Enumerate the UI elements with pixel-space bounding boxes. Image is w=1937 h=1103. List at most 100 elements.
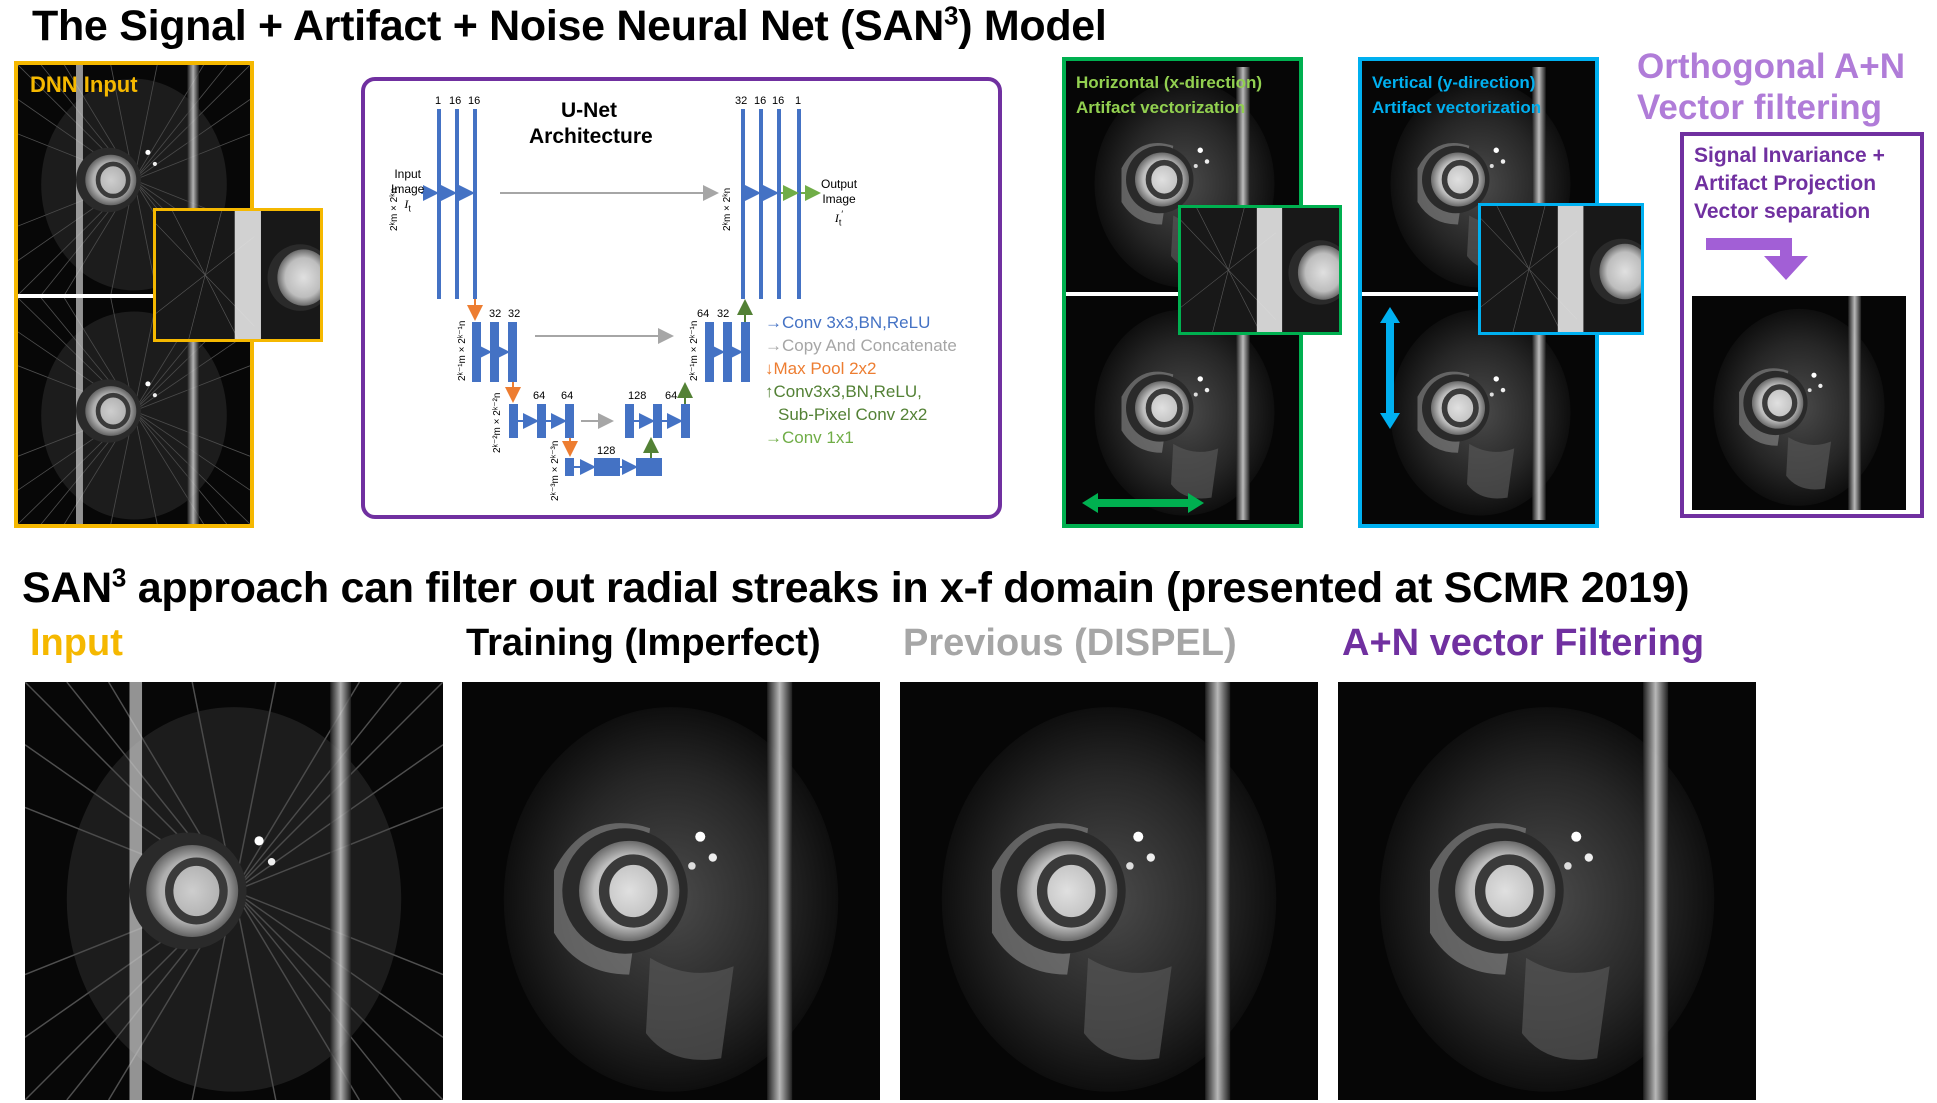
main-title-prefix: The Signal + Artifact + Noise Neural Net… [32,2,945,50]
enc2-block-c [508,322,517,382]
dec1-num-1: 16 [754,95,767,107]
orthogonal-result-image [1692,296,1906,510]
unet-input-label: Input Image It [391,167,424,216]
legend-copy: →Copy And Concatenate [765,336,957,356]
unet-output-symbol: It′ [821,207,857,230]
legend-conv1x1: →Conv 1x1 [765,428,854,448]
horizontal-double-arrow [1082,493,1204,513]
unet-input-symbol: It [391,197,424,216]
unet-panel: 1 16 16 32 16 16 1 32 32 64 32 64 64 128… [361,77,1002,519]
bent-arrow [1706,238,1808,280]
bottom-block-c [636,458,662,476]
orthogonal-panel: Signal Invariance + Artifact Projection … [1680,132,1924,518]
enc2-num-1: 32 [508,308,521,320]
dim-l3: 2ᵏ⁻²m × 2ᵏ⁻²n [492,392,503,453]
dnn-input-divider [18,294,168,298]
label-previous: Previous (DISPEL) [903,622,1237,664]
dec1-num-3: 1 [795,95,802,107]
dec2-num-1: 32 [717,308,730,320]
horizontal-line2: Artifact vectorization [1076,98,1246,117]
horizontal-zoom-inset [1178,205,1342,335]
enc2-block-b [490,322,499,382]
dec2-block-a [705,322,714,382]
vertical-zoom-image [1481,206,1641,332]
enc2-block-a [472,322,481,382]
unet-input-label-2: Image [391,182,425,196]
legend-subpixel: Sub-Pixel Conv 2x2 [778,405,927,425]
vertical-line1: Vertical (y-direction) [1372,73,1536,92]
enc1-block-a [437,109,441,299]
unet-diagram [421,109,821,476]
legend-upconv-text: Conv3x3,BN,ReLU, [773,382,922,401]
unet-output-symbol-prime: ′ [841,209,844,219]
bottom-block-b [594,458,620,476]
dec3-block-c [681,404,690,438]
dec1-num-2: 16 [772,95,785,107]
subtitle-prefix: SAN [22,564,112,612]
legend-maxpool-arrow: ↓ [765,359,774,378]
orthogonal-box-line2: Artifact Projection [1694,172,1877,195]
bottom-image-an-filtering [1338,682,1756,1100]
unet-title-line2: Architecture [529,125,653,148]
legend-upconv: ↑Conv3x3,BN,ReLU, [765,382,922,402]
bottom-image-input [25,682,443,1100]
subtitle-sup: 3 [111,562,127,593]
unet-output-label: Output Image It′ [821,177,857,230]
enc2-num-0: 32 [489,308,502,320]
bottom-image-training [462,682,880,1100]
dec3-block-b [653,404,662,438]
dec2-block-c [741,322,750,382]
legend-conv1x1-arrow: → [765,428,782,447]
vertical-line2: Artifact vectorization [1372,98,1542,117]
unet-output-symbol-sub: t [838,217,842,228]
bottom-num: 128 [597,445,616,457]
dim-l2: 2ᵏ⁻¹m × 2ᵏ⁻¹n [457,320,468,381]
horizontal-divider [1066,292,1186,296]
legend-conv3x3: →Conv 3x3,BN,ReLU [765,313,930,333]
unet-input-label-1: Input [394,167,422,181]
legend-copy-text: Copy And Concatenate [782,336,957,355]
legend-conv3x3-arrow: → [765,313,782,332]
legend-upconv-arrow: ↑ [765,382,774,401]
horizontal-line1: Horizontal (x-direction) [1076,73,1263,92]
dim-dec-l1: 2ᵏm × 2ᵏn [722,187,733,231]
subtitle: SAN3 approach can filter out radial stre… [22,562,1690,613]
label-an-filtering: A+N vector Filtering [1342,622,1705,664]
dec1-block-c [777,109,781,299]
legend-copy-arrow: → [765,336,782,355]
bottom-block-a [565,458,574,476]
main-title-sup: 3 [944,0,959,31]
subtitle-suffix: approach can filter out radial streaks i… [126,564,1690,612]
enc3-num-1: 64 [561,390,574,402]
enc3-block-a [509,404,518,438]
dec3-num-0: 128 [628,390,647,402]
dec1-num-0: 32 [735,95,748,107]
enc3-num-0: 64 [533,390,546,402]
enc1-num-2: 16 [468,95,481,107]
unet-output-label-2: Image [822,192,856,206]
legend-conv1x1-text: Conv 1x1 [782,428,854,447]
dec1-block-b [759,109,763,299]
dnn-input-zoom-image [156,211,320,339]
vertical-divider [1362,292,1482,296]
legend-conv3x3-text: Conv 3x3,BN,ReLU [782,313,931,332]
enc1-block-c [473,109,477,299]
unet-input-symbol-sub: t [408,203,411,214]
vertical-zoom-inset [1478,203,1644,335]
main-title: The Signal + Artifact + Noise Neural Net… [32,2,1107,51]
unet-title-line1: U-Net [561,99,617,122]
vertical-double-arrow [1380,307,1400,429]
unet-output-symbol-letter: I [834,211,839,225]
dim-dec-l2: 2ᵏ⁻¹m × 2ᵏ⁻¹n [689,320,700,381]
enc1-num-0: 1 [435,95,442,107]
legend-maxpool-text: Max Pool 2x2 [773,359,877,378]
legend-subpixel-text: Sub-Pixel Conv 2x2 [778,405,928,424]
enc3-block-b [537,404,546,438]
dec3-block-a [625,404,634,438]
dnn-input-label: DNN Input [30,72,138,97]
dnn-input-zoom-inset [153,208,323,342]
orthogonal-title-line2: Vector filtering [1637,88,1883,127]
main-title-suffix: ) Model [958,2,1107,50]
dec2-num-0: 64 [697,308,710,320]
label-input: Input [30,622,123,664]
